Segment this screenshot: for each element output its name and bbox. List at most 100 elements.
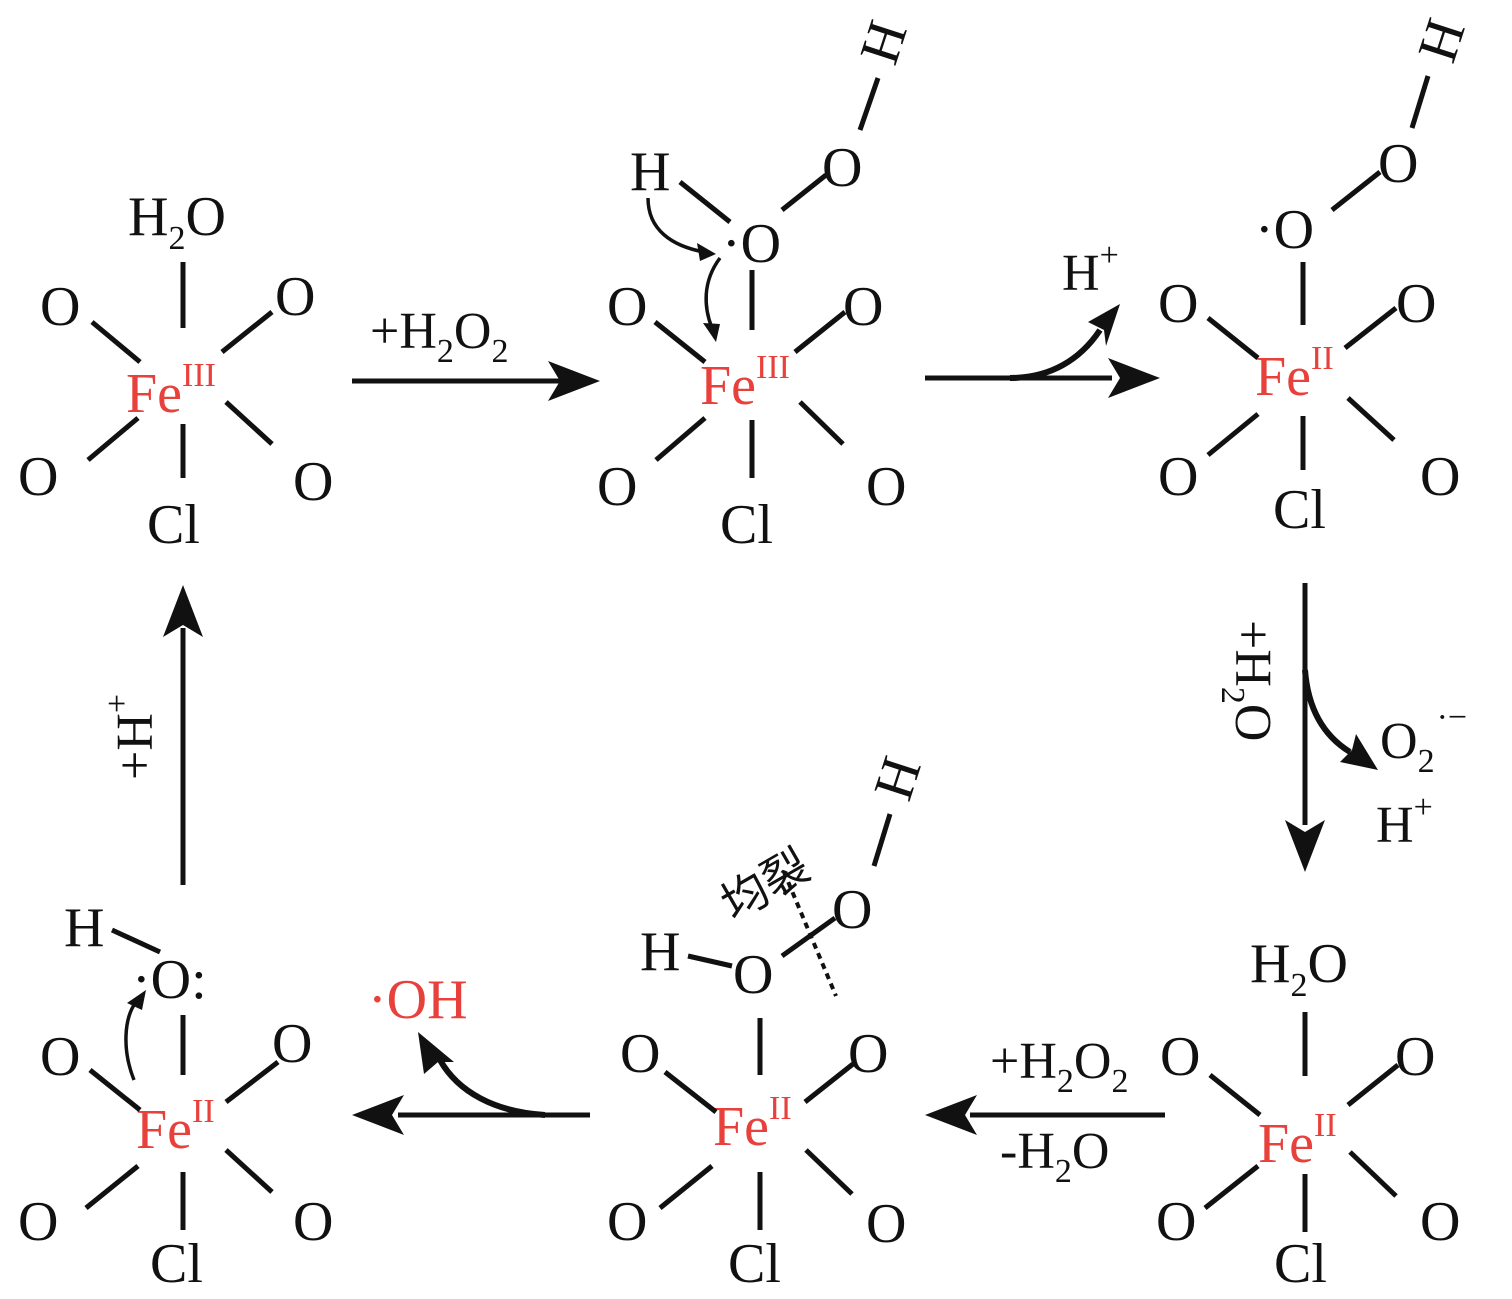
homolysis-cleavage-line [782, 871, 838, 997]
arrow-release-hydroxyl-radical: ·OH [352, 969, 590, 1135]
arrow-add-h2o2: +H2O2 [352, 303, 600, 401]
h-top-terminal: H [848, 14, 919, 72]
o-peroxo-outer: O [1378, 133, 1418, 195]
o-lower-left: O [607, 1191, 647, 1253]
curved-arrow-o-to-fe-head [703, 323, 720, 342]
complex-feii-hydroperoxyl: H O ·O FeII O O O O Cl [1158, 12, 1478, 541]
arrow-head [1285, 820, 1325, 872]
byproduct-minus-h2o: -H2O [1000, 1123, 1109, 1190]
branch-curve [1009, 328, 1103, 381]
o-lower-left: O [597, 456, 637, 518]
fe-center: FeII [1255, 340, 1334, 408]
cl-ligand: Cl [1274, 1233, 1327, 1295]
fe-center: FeII [1258, 1107, 1337, 1175]
bond-upper-left [88, 1068, 142, 1112]
o-lower-right: O [1420, 446, 1460, 508]
complex-feii-h2o2-homolysis: H O 均裂 H O FeII O O O O Cl [607, 750, 934, 1295]
fe-center: FeIII [700, 349, 790, 417]
arrow-head [352, 1095, 404, 1135]
o-lower-left: O [1158, 446, 1198, 508]
branch-head [418, 1032, 454, 1074]
o-outer: O [832, 879, 872, 941]
reagent-plus-h2o: +H2O [1214, 620, 1281, 741]
o-upper-right: O [272, 1013, 312, 1075]
bond-upper-left [90, 320, 142, 364]
o-upper-right: O [275, 266, 315, 328]
product-hydroxyl-radical: ·OH [368, 969, 468, 1031]
bond-o-o [1330, 170, 1382, 212]
o-upper-right: O [1396, 273, 1436, 335]
bond-lower-left [654, 416, 707, 462]
arrow-head [163, 585, 203, 637]
arrow-add-proton: +H+ [99, 585, 203, 885]
o-radical: ·O [1255, 199, 1314, 261]
bond-lower-left [658, 1164, 714, 1210]
fe-center: FeII [713, 1090, 792, 1158]
bond-upper-right [803, 1062, 855, 1104]
branch-head [1340, 734, 1378, 770]
branch-curve [437, 1058, 546, 1118]
o-hydroxyl: ·O: [132, 949, 207, 1011]
bond-upper-left [1206, 316, 1260, 360]
reagent-plus-h-plus: +H+ [99, 694, 164, 780]
o-upper-left: O [620, 1023, 660, 1085]
o-upper-right: O [1395, 1026, 1435, 1088]
branch-curve [1302, 669, 1352, 755]
bond-h-o [1409, 75, 1431, 129]
bond-h-o-coordinated [678, 180, 732, 224]
o-lower-right: O [293, 1191, 333, 1253]
product-h-plus: H+ [1376, 789, 1433, 854]
bond-upper-right [1346, 1063, 1400, 1107]
fe-center: FeIII [126, 357, 216, 425]
cl-ligand: Cl [720, 494, 773, 556]
o-lower-right: O [866, 456, 906, 518]
complex-feiii-aqua: H2O FeIII O O O O Cl [18, 186, 333, 556]
o-lower-left: O [18, 446, 58, 508]
bond-lower-left [84, 1164, 140, 1210]
branch-head [1088, 304, 1120, 346]
bond-upper-right [220, 310, 274, 354]
bond-lower-right [798, 400, 845, 446]
bond-lower-right [1348, 1150, 1398, 1198]
h-hydroxyl: H [64, 897, 104, 959]
bond-lower-right [224, 1148, 274, 1194]
o-inner: O [733, 944, 773, 1006]
o-lower-left: O [18, 1191, 58, 1253]
h2o-ligand: H2O [1250, 933, 1348, 1004]
arrow-add-h2o2-remove-water: +H2O2 -H2O [925, 1033, 1165, 1190]
cl-ligand: Cl [147, 494, 200, 556]
h2o-ligand: H2O [128, 186, 226, 257]
o-upper-right: O [848, 1023, 888, 1085]
bond-upper-left [1208, 1073, 1262, 1117]
bond-h-o [110, 927, 162, 955]
bond-h-o-inner [687, 953, 733, 969]
bond-o-o [780, 173, 828, 212]
o-upper-left: O [40, 1026, 80, 1088]
bond-lower-right [1346, 396, 1396, 442]
cl-ligand: Cl [150, 1233, 203, 1295]
bond-upper-right [1343, 306, 1398, 350]
bond-lower-left [1206, 412, 1260, 457]
bond-h-o-terminal [871, 813, 893, 867]
product-superoxide: O2·− [1380, 699, 1467, 780]
arrow-head [1108, 358, 1160, 398]
o-lower-right: O [866, 1193, 906, 1255]
bond-o-o [780, 915, 837, 959]
bond-lower-right [224, 400, 274, 446]
o-peroxo-outer: O [822, 137, 862, 199]
o-upper-left: O [40, 276, 80, 338]
h-top-terminal: H [862, 750, 933, 808]
arrow-head [925, 1095, 977, 1135]
bond-upper-left [653, 320, 707, 364]
o-lower-left: O [1156, 1191, 1196, 1253]
fe-center: FeII [136, 1093, 215, 1161]
arrow-add-water-release-superoxide: +H2O O2·− H+ [1214, 583, 1467, 872]
bond-h-o-terminal [857, 77, 881, 131]
curved-arrow-h-to-o [646, 197, 705, 254]
o-upper-left: O [1160, 1026, 1200, 1088]
bond-upper-right [793, 310, 847, 354]
o-coordinated: ·O [722, 213, 781, 275]
arrow-head [548, 361, 600, 401]
h-top-terminal: H [1406, 12, 1477, 70]
o-upper-right: O [843, 276, 883, 338]
